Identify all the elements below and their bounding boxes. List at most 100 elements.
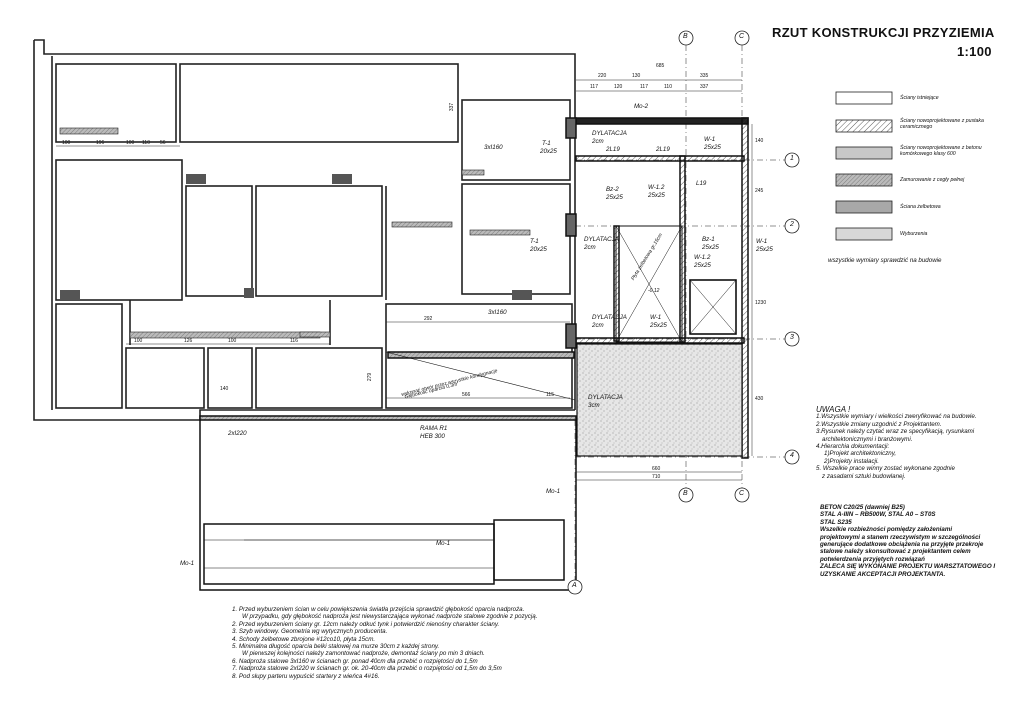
steel-lintels [59,127,531,339]
bottom-note-6: W pierwszej kolejności należy zamontować… [242,650,485,658]
label-mo1-c: Mo-1 [436,540,451,547]
axis-label-c-top: C [739,33,745,40]
bottom-note-2: 2. Przed wyburzeniem ściany gr. 12cm nal… [232,620,500,628]
dim-left-5: 100 [134,338,143,344]
dim-right-2: 1230 [755,300,767,306]
label-t1-a: T-1 [542,140,551,147]
dim-left-0: 100 [62,140,71,146]
dim-top-4: 117 [590,84,598,90]
dim-top-5: 120 [614,84,623,90]
legend-label-ceramic: Ściany nowoprojektowane z pustaka cerami… [900,118,984,130]
bottom-note-0: 1. Przed wyburzeniem ścian w celu powięk… [232,606,525,613]
label-dylatacja-4: DYLATACJA [588,394,623,401]
dim-left-8: 116 [290,338,298,344]
label-mo1-b: Mo-1 [180,560,195,567]
materials-bold-2: generujące dodatkowe obciążenia na przyj… [820,541,984,549]
axis-label-a: A [572,582,577,589]
dim-top-2: 130 [632,73,641,79]
row-axis-markers [784,152,800,465]
legend-swatch-brick [835,173,893,187]
bottom-notes: 1. Przed wyburzeniem ścian w celu powięk… [232,606,537,680]
uwaga-line-3: architektonicznymi i branżowymi. [822,435,913,443]
bottom-note-8: 7. Nadproża stalowe 2xI220 w ścianach gr… [232,665,502,673]
legend-swatch-reinforced [835,200,893,214]
dim-bottom-0: 660 [652,466,661,472]
dim-left-12: 292 [424,316,433,322]
dim-left-13: 566 [462,392,471,398]
label-beam-2x220: 2xI220 [228,430,247,437]
materials-line-0: BETON C20/25 (dawniej B25) [820,504,905,511]
bottom-note-9: 8. Pod słupy parteru wypuścić startery z… [232,672,380,680]
legend-label-demolition: Wyburzenia [900,231,928,237]
label-l19: L19 [696,180,707,187]
uwaga-line-7: 5. Wszelkie prace winny zostać wykonane … [816,465,955,473]
label-w12-a: W-1.2 [648,184,665,191]
axis-label-1: 1 [790,155,794,162]
label-t1-b-size: 20x25 [530,246,547,253]
drawing-title: RZUT KONSTRUKCJI PRZYZIEMIA [772,25,995,40]
dim-bottom-1: 710 [652,474,661,480]
label-dylatacja-3-size: 2cm [592,322,604,329]
axis-label-c-bottom: C [739,490,745,497]
dim-top-8: 337 [700,84,709,90]
materials-block: BETON C20/25 (dawniej B25) STAL A-IIIN –… [820,504,995,578]
bottom-note-5: 5. Minimalna długość oparcia belki stalo… [232,643,440,651]
new-extension [565,117,749,459]
label-w1-a-size: 25x25 [704,144,721,151]
dim-right-3: 430 [755,396,764,402]
label-beam-3x160-a: 3xI160 [484,144,503,151]
legend-swatch-concrete [835,146,893,160]
legend-swatches [835,91,893,241]
bottom-note-7: 6. Nadproża stalowe 3xI160 w ścianach gr… [232,657,478,665]
uwaga-line-2: 3.Rysunek należy czytać wraz ze specyfik… [816,428,975,436]
uwaga-line-0: 1.Wszystkie wymiary i wielkości zweryfik… [816,413,977,421]
label-bz1-size: 25x25 [702,244,719,251]
label-w1-c-size: 25x25 [650,322,667,329]
legend-swatch-demolition [835,227,893,241]
legend-swatch-existing [835,91,893,105]
label-w1-c: W-1 [650,314,662,321]
label-rama: RAMA R1 [420,425,448,432]
bottom-note-3: 3. Szyb windowy. Geometria wg wytycznych… [232,628,388,636]
axis-label-3: 3 [790,334,794,341]
label-dylatacja-2-size: 2cm [584,244,596,251]
axis-label-4: 4 [790,452,794,459]
label-elevation: -0.12 [648,288,660,294]
materials-bold-0: Wszelkie rozbieżności pomiędzy założenia… [820,526,953,534]
label-w12-a-size: 25x25 [648,192,665,199]
materials-line-1: STAL A-IIIN – RB500W, STAL A0 – ST0S [820,511,936,519]
label-dylatacja-3: DYLATACJA [592,314,627,321]
dim-top-7: 110 [664,84,672,90]
legend-label-reinforced: Ściana żelbetowa [900,204,941,210]
label-w1-a: W-1 [704,136,716,143]
label-2l19-b: 2L19 [656,146,670,153]
dim-left-2: 100 [126,140,135,146]
dim-left-6: 126 [184,338,193,344]
materials-bold-6: UZYSKANIE AKCEPTACJI PROJEKTANTA. [820,570,946,578]
uwaga-line-8: z zasadami sztuki budowlanej. [822,472,906,480]
dim-left-11: 279 [367,372,374,382]
materials-bold-5: ZALECA SIĘ WYKONANIE PROJEKTU WARSZTATOW… [820,563,996,571]
label-t1-a-size: 20x25 [540,148,557,155]
dim-right-0: 140 [755,138,764,144]
dim-right-1: 245 [755,188,764,194]
axis-label-b-bottom: B [683,490,688,497]
label-bz2-size: 25x25 [606,194,623,201]
label-w12-b-size: 25x25 [694,262,711,269]
dim-left-10: 337 [449,102,456,112]
dim-left-4: 56 [160,140,166,146]
dim-top-6: 117 [640,84,648,90]
label-w12-b: W-1.2 [694,254,711,261]
axis-label-b-top: B [683,33,688,40]
materials-bold-1: projektowymi a stanem rzeczywistym w szc… [820,533,981,541]
label-bz2: Bz-2 [606,186,619,193]
materials-line-2: STAL S235 [820,518,852,526]
label-w1-b: W-1 [756,238,768,245]
label-2l19-a: 2L19 [606,146,620,153]
dimension-lines [56,79,753,541]
label-beam-3x160-b: 3xI160 [488,309,507,316]
legend-swatch-ceramic [835,119,893,133]
label-w1-b-size: 25x25 [756,246,773,253]
